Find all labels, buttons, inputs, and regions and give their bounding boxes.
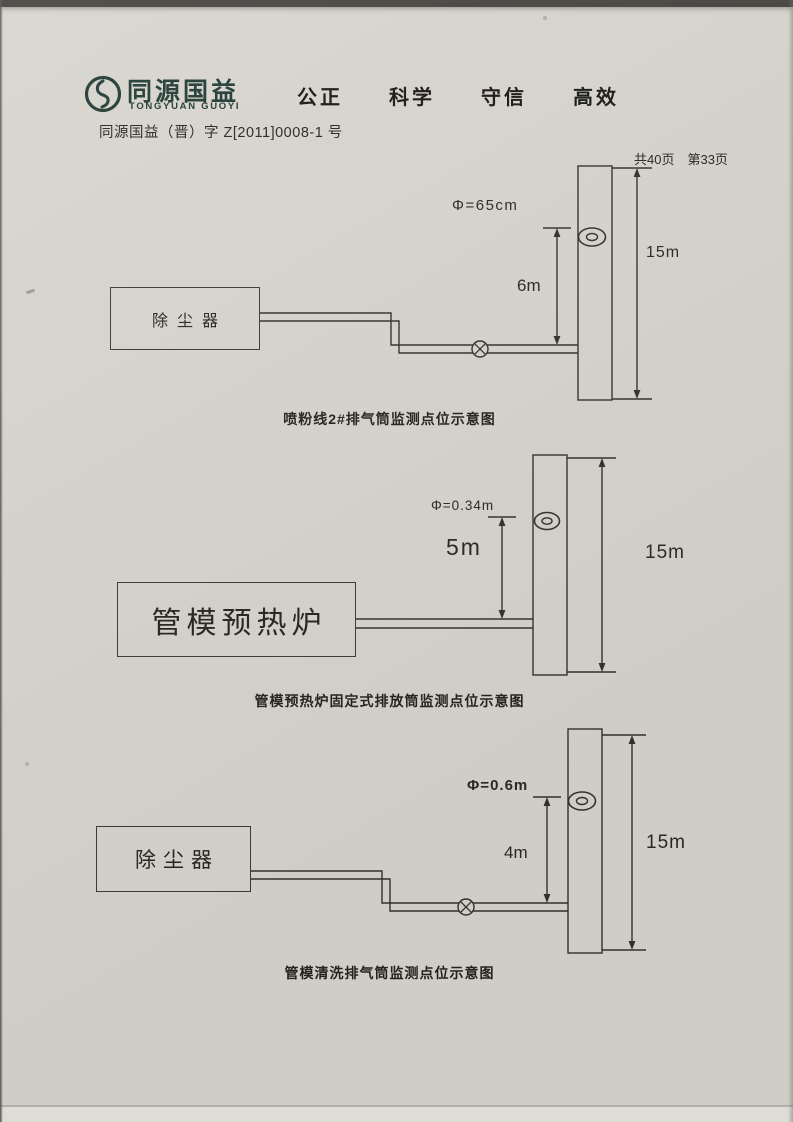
valve-icon (471, 340, 489, 358)
duct-pipe (356, 618, 533, 629)
slogan-item-justice: 公正 (297, 87, 343, 109)
diagram-1-lineart (260, 165, 652, 401)
scan-speck (543, 16, 547, 20)
source-box-label: 除尘器 (135, 849, 219, 872)
brand-name: 同源国益 (127, 78, 240, 106)
stack-outline (532, 454, 568, 676)
stack-height-dimension (612, 167, 652, 400)
port-height-label: 4m (504, 843, 528, 862)
stack-height-label: 15m (646, 832, 686, 853)
source-box-dust-collector: 除尘器 (110, 287, 260, 350)
scan-edge-left (0, 0, 3, 1122)
port-height-dimension (488, 516, 516, 619)
scan-edge-bottom (0, 1105, 793, 1122)
diameter-label: Φ=0.6m (467, 777, 529, 794)
scan-edge-top (0, 0, 793, 7)
source-box-dust-collector: 除尘器 (96, 826, 251, 892)
port-height-dimension (543, 227, 571, 345)
stack-height-dimension (567, 457, 616, 673)
page-count: 共40页 第33页 (634, 152, 728, 167)
document-number: 同源国益（晋）字 Z[2011]0008-1 号 (99, 125, 343, 141)
source-box-preheating-furnace: 管模预热炉 (117, 582, 356, 657)
duct-pipe (251, 870, 568, 912)
slogan-item-integrity: 守信 (481, 87, 527, 109)
monitoring-port-icon (533, 511, 561, 531)
port-height-label: 6m (517, 276, 541, 295)
scan-speck (25, 762, 29, 766)
diagram-caption: 管模预热炉固定式排放筒监测点位示意图 (254, 693, 525, 709)
brand-subtitle: TONGYUAN GUOYI (129, 101, 241, 112)
duct-pipe (260, 312, 578, 354)
monitoring-port-icon (567, 791, 597, 811)
slogan-item-efficiency: 高效 (573, 87, 619, 109)
stack-height-dimension (602, 734, 646, 951)
company-logo-icon (83, 74, 123, 114)
monitoring-port-icon (577, 227, 607, 247)
source-box-label: 管模预热炉 (151, 606, 327, 640)
diagram-3-lineart (251, 728, 646, 954)
port-height-label: 5m (446, 534, 482, 560)
diameter-label: Φ=0.34m (431, 498, 495, 513)
stack-height-label: 15m (646, 244, 681, 261)
source-box-label: 除尘器 (151, 312, 227, 330)
slogan-item-science: 科学 (389, 87, 435, 109)
port-height-dimension (533, 796, 561, 903)
diagram-2-lineart (356, 454, 616, 676)
diagram-caption: 管模清洗排气筒监测点位示意图 (284, 965, 495, 981)
stack-height-label: 15m (645, 542, 685, 563)
diameter-label: Φ=65cm (452, 197, 519, 214)
stack-outline (577, 165, 613, 401)
scan-edge-right (788, 0, 793, 1122)
stack-outline (567, 728, 603, 954)
slogan: 公正 科学 守信 高效 (297, 81, 619, 110)
valve-icon (457, 898, 475, 916)
diagram-caption: 喷粉线2#排气筒监测点位示意图 (283, 411, 496, 427)
